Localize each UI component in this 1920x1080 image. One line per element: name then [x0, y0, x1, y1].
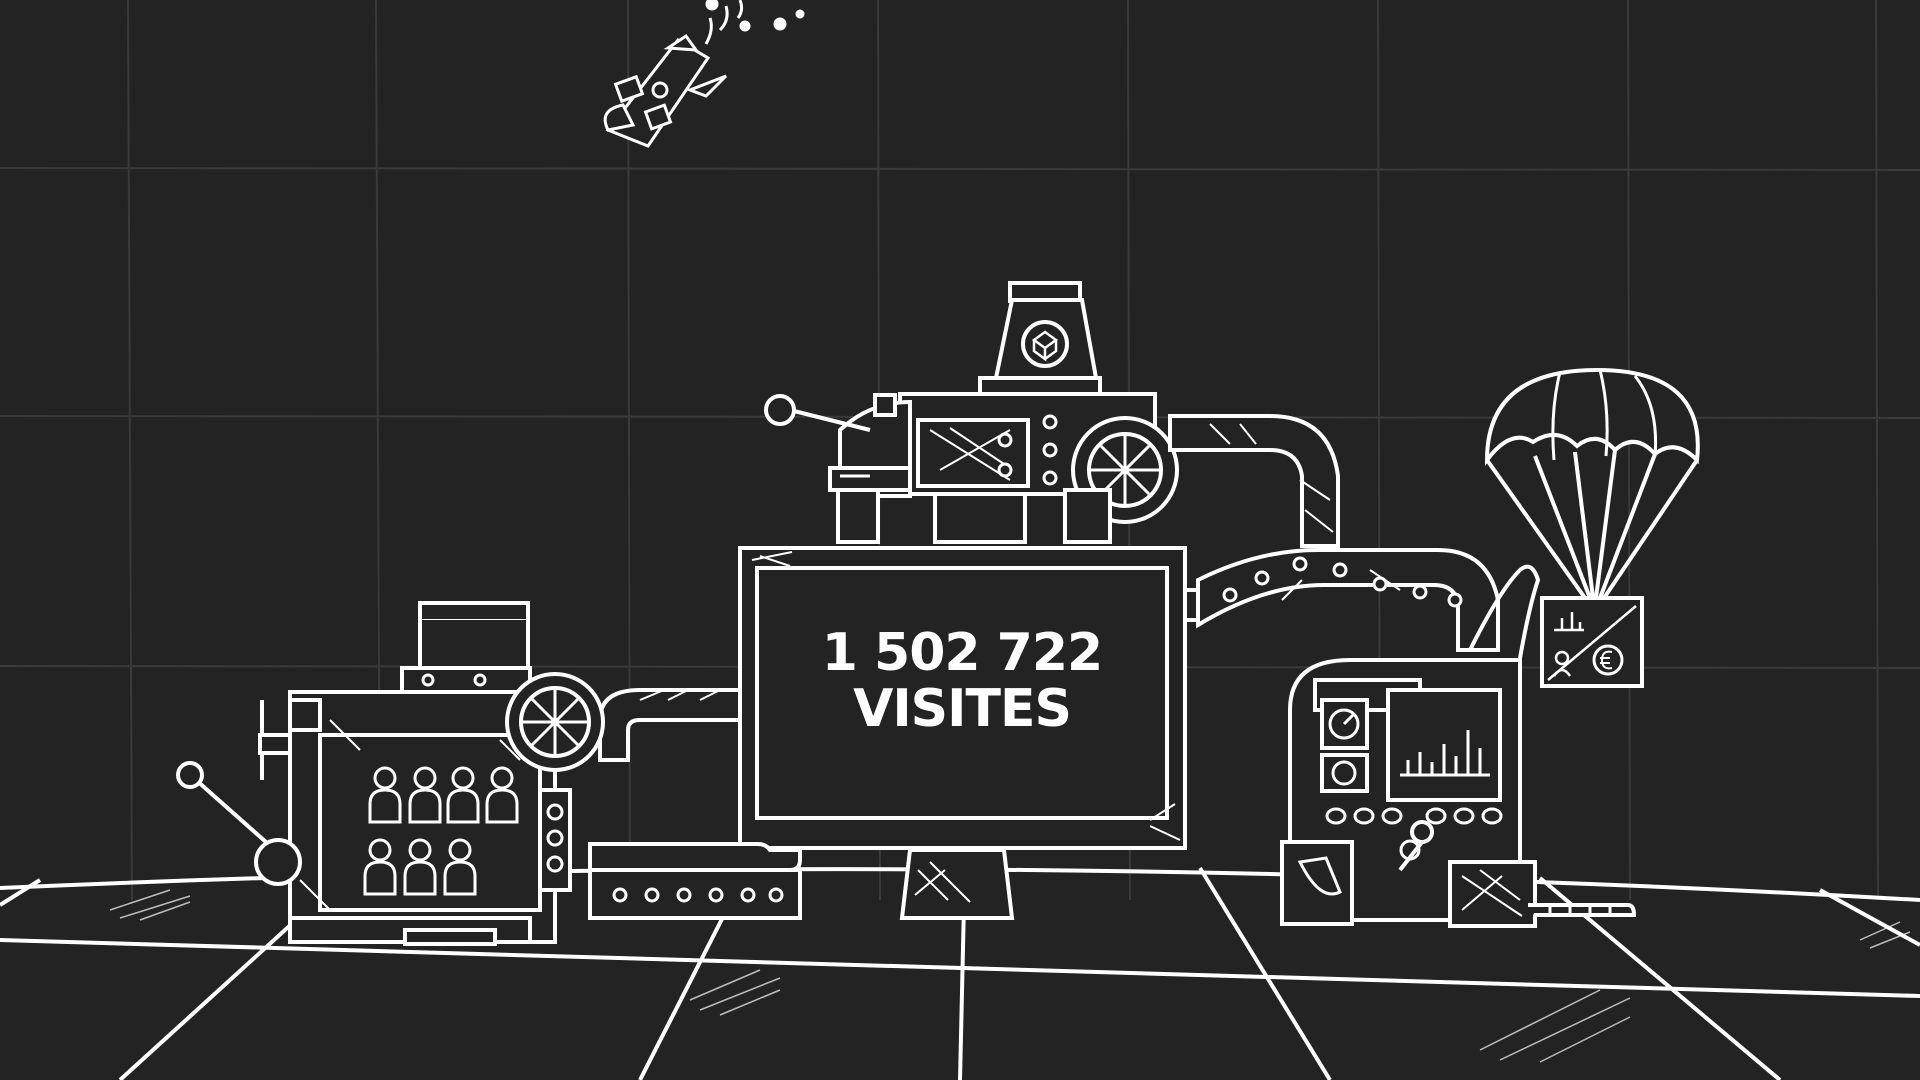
euro-box-icon [1540, 596, 1644, 688]
visits-count: 1 502 722 [821, 622, 1103, 683]
right-machine [1280, 658, 1637, 928]
rocket-icon [603, 0, 805, 148]
top-machine [764, 281, 1179, 544]
visits-counter: 1 502 722 VISITES [757, 568, 1167, 794]
left-machine [176, 601, 605, 946]
parachute-icon [1484, 367, 1700, 688]
people-icon [363, 766, 519, 896]
pipe-top [1168, 414, 1340, 548]
pipe-right [1196, 548, 1541, 671]
floor-hatch [109, 889, 1911, 1063]
package-icon [1031, 330, 1059, 362]
visits-label: VISITES [853, 679, 1072, 739]
bar-chart-icon [1400, 730, 1490, 777]
gauge-icon [1328, 708, 1360, 740]
monitor [738, 546, 1201, 920]
pipe-left [588, 688, 802, 920]
